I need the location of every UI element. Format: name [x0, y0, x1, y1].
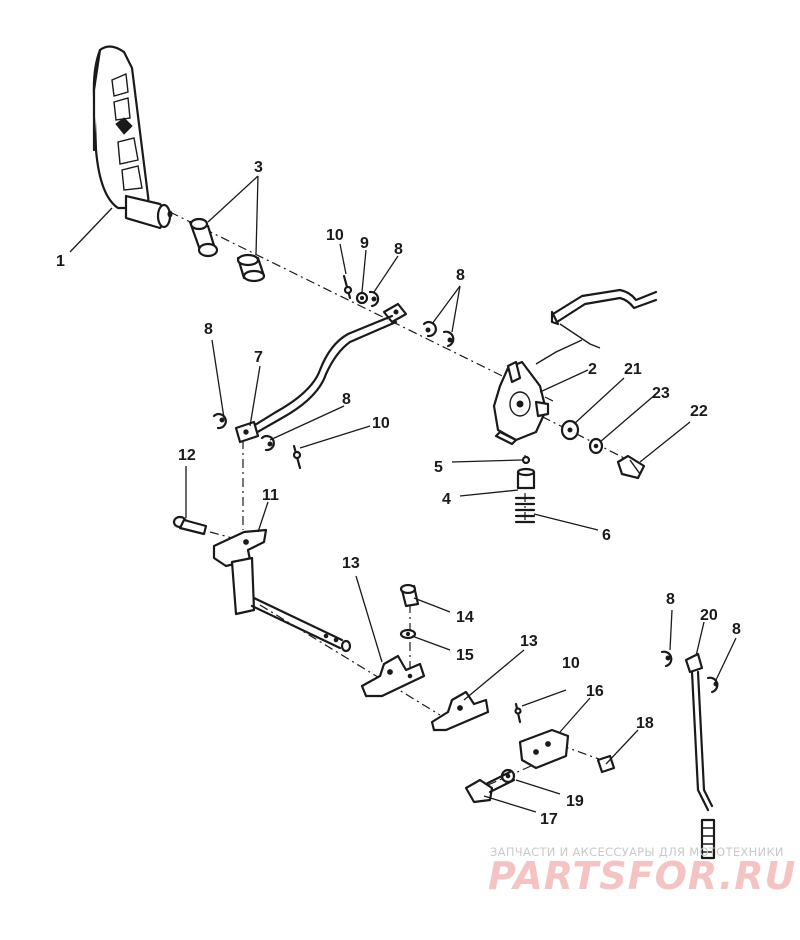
callout-3: 3 [254, 159, 263, 176]
callout-19: 19 [566, 793, 584, 810]
shift-handle [92, 45, 173, 230]
callout-14: 14 [456, 609, 474, 626]
clamp-left [360, 583, 426, 698]
bellcrank-shaft [212, 528, 352, 653]
callout-22: 22 [690, 403, 708, 420]
watermark-logo: PARTSFOR.RU [488, 854, 797, 898]
callout-8-link: 8 [342, 391, 351, 408]
leader-lines [69, 175, 737, 813]
link-fasteners [212, 413, 302, 470]
callout-8-top: 8 [394, 241, 403, 258]
detent-stack [514, 455, 536, 524]
bushing-pair [188, 217, 266, 283]
callout-2: 2 [588, 361, 597, 378]
callout-20: 20 [700, 607, 718, 624]
watermark-tagline: ЗАПЧАСТИ И АКСЕССУАРЫ ДЛЯ МОТОТЕХНИКИ [490, 845, 784, 859]
callout-10-link: 10 [372, 415, 390, 432]
clamp-right [430, 690, 490, 732]
cam-plate [492, 360, 550, 446]
callout-8-left: 8 [204, 321, 213, 338]
callout-5: 5 [434, 459, 443, 476]
callout-8-rod-left: 8 [666, 591, 675, 608]
bent-rod [535, 288, 658, 365]
callout-21: 21 [624, 361, 642, 378]
callout-10-top: 10 [326, 227, 344, 244]
callout-9: 9 [360, 235, 369, 252]
callout-labels: 1 3 10 9 8 8 8 7 8 10 2 21 23 22 5 4 6 1… [56, 159, 741, 828]
callout-8-rod-right: 8 [732, 621, 741, 638]
callout-12: 12 [178, 447, 196, 464]
washer-bolt-stack [560, 419, 646, 480]
callout-1: 1 [56, 253, 65, 270]
callout-17: 17 [540, 811, 558, 828]
callout-13-right: 13 [520, 633, 538, 650]
link-rod [234, 302, 408, 444]
callout-15: 15 [456, 647, 474, 664]
centerlines [169, 211, 641, 786]
callout-8-mid: 8 [456, 267, 465, 284]
callout-23: 23 [652, 385, 670, 402]
upper-fasteners [342, 274, 455, 348]
callout-4: 4 [442, 491, 451, 508]
long-rod [660, 650, 719, 860]
callout-13-left: 13 [342, 555, 360, 572]
callout-18: 18 [636, 715, 654, 732]
callout-7: 7 [254, 349, 263, 366]
callout-11: 11 [262, 487, 279, 504]
callout-6: 6 [602, 527, 611, 544]
pivot-bolt [172, 515, 208, 536]
callout-16: 16 [586, 683, 604, 700]
callout-10-bottom: 10 [562, 655, 580, 672]
